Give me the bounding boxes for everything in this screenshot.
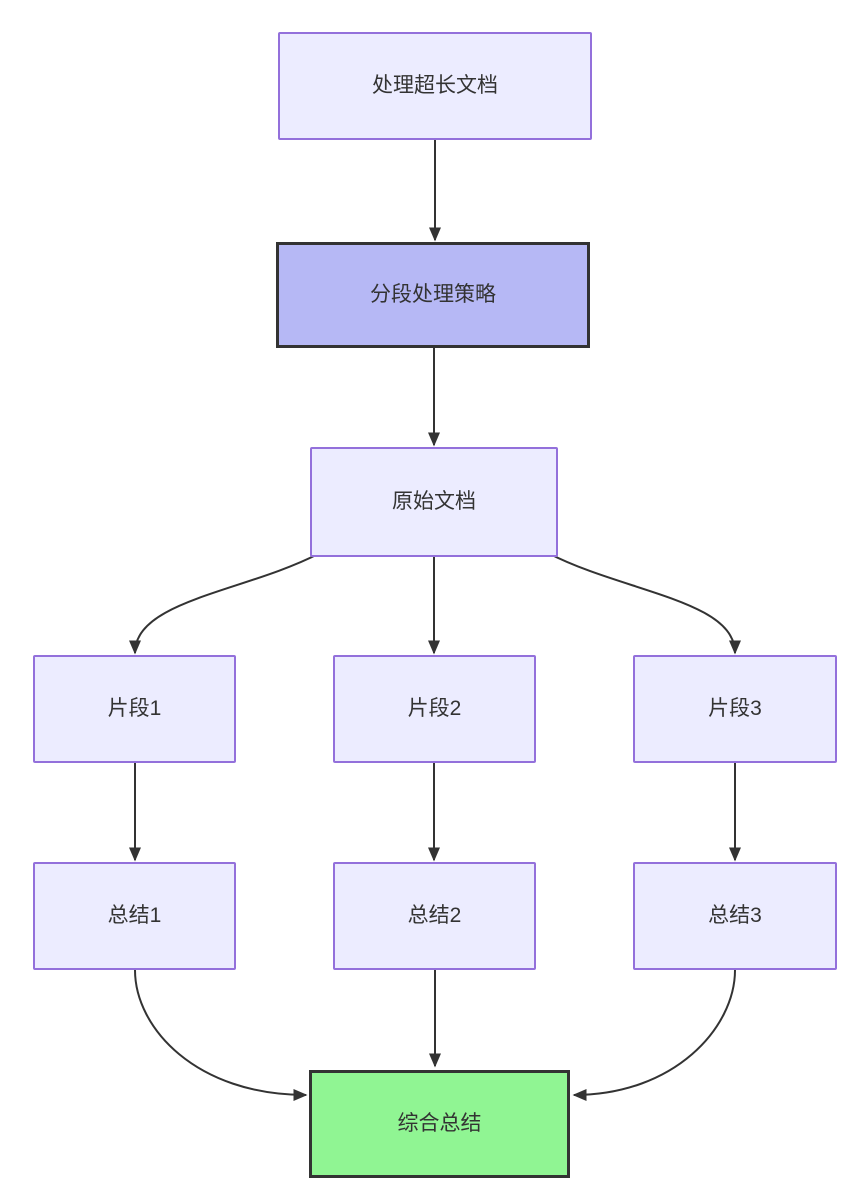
edge-original-to-fragment3 [547,552,741,655]
node-segment-strategy: 分段处理策略 [276,242,590,348]
node-label: 片段1 [107,697,162,721]
node-fragment-1: 片段1 [33,655,236,763]
node-label: 综合总结 [397,1112,482,1136]
node-label: 片段3 [708,697,762,721]
node-original-doc: 原始文档 [310,447,558,557]
edge-summary1-to-final [134,969,308,1101]
node-summary-1: 总结1 [33,862,236,970]
node-label: 原始文档 [392,490,476,514]
node-process-long-doc: 处理超长文档 [278,32,592,140]
node-label: 总结3 [708,904,762,928]
node-label: 处理超长文档 [372,74,498,98]
node-label: 分段处理策略 [370,283,496,307]
edge-summary3-to-final [572,969,736,1101]
edge-original-to-fragment1 [129,552,321,655]
node-summary-2: 总结2 [333,862,536,970]
node-summary-3: 总结3 [633,862,837,970]
node-label: 片段2 [407,697,462,721]
node-label: 总结2 [407,904,462,928]
node-final-summary: 综合总结 [309,1070,570,1178]
node-fragment-2: 片段2 [333,655,536,763]
node-fragment-3: 片段3 [633,655,837,763]
node-label: 总结1 [107,904,162,928]
